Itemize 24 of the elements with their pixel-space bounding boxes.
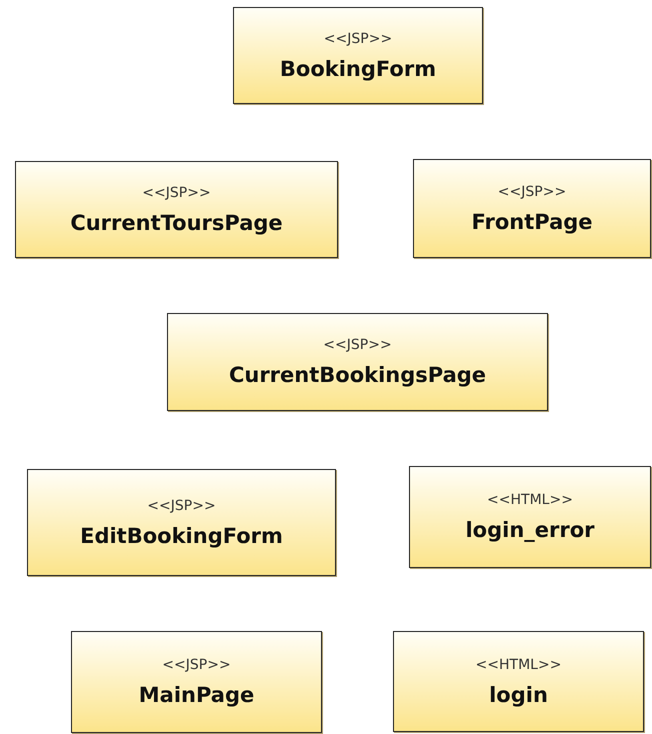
class-box [167, 313, 548, 411]
stereotype-label: <<HTML>> [476, 656, 562, 672]
class-box [393, 631, 644, 732]
class-name: login [489, 682, 548, 706]
stereotype-label: <<HTML>> [487, 492, 573, 508]
class-box [233, 7, 483, 104]
stereotype-label: <<JSP>> [142, 184, 211, 200]
class-name: CurrentToursPage [70, 210, 283, 234]
class-name: FrontPage [471, 210, 593, 234]
stereotype-label: <<JSP>> [324, 30, 392, 46]
class-name: MainPage [138, 683, 254, 707]
class-box [15, 161, 338, 258]
class-box [413, 159, 651, 258]
stereotype-label: <<JSP>> [162, 657, 231, 673]
class-name: CurrentBookingsPage [228, 363, 486, 387]
class-box [71, 631, 322, 733]
stereotype-label: <<JSP>> [147, 498, 216, 514]
class-name: login_error [465, 518, 595, 542]
stereotype-label: <<JSP>> [323, 337, 392, 353]
class-box [409, 466, 651, 568]
class-name: EditBookingForm [80, 524, 283, 548]
stereotype-label: <<JSP>> [498, 184, 566, 200]
class-box [27, 469, 336, 576]
class-name: BookingForm [280, 56, 436, 80]
